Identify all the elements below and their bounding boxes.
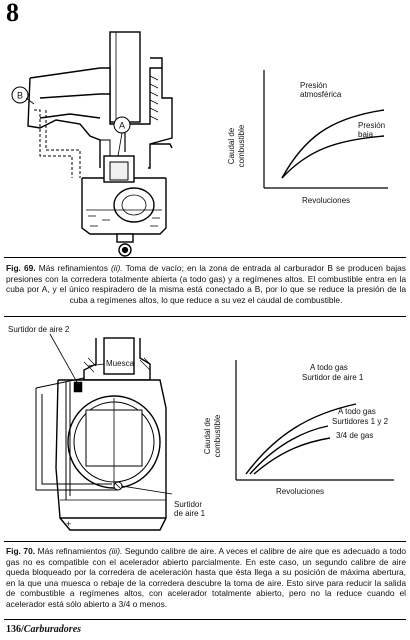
caption-rule-bottom-2 (4, 619, 406, 620)
fig70-lead: Más refinamientos (37, 546, 109, 556)
y-axis-label-line2: combustible (213, 414, 222, 457)
series-label-3-4-gas: 3/4 de gas (336, 431, 373, 440)
series-line-surtidores-1-2 (249, 425, 329, 475)
fig69-chart: Caudal de combustible Revoluciones Presi… (227, 70, 388, 205)
footer-page-number: 136/ (6, 624, 24, 635)
y-axis-label-line1: Caudal de (227, 127, 236, 164)
y-axis-label-line1: Caudal de (203, 417, 212, 454)
footer-title: Carburadores (23, 624, 82, 635)
fig70-number: Fig. 70. (6, 546, 36, 556)
fig69-ital: (ii). (111, 263, 123, 273)
fig69-body: Toma de vacío; en la zona de entrada al … (6, 263, 406, 305)
label-b: B (17, 91, 23, 101)
fig70-chart: Caudal de combustible Revoluciones A tod… (203, 360, 394, 496)
y-axis-label-line2: combustible (237, 124, 246, 167)
series-label-presion-atmosferica-2: atmosférica (300, 90, 342, 99)
label-muesca: Muesca (106, 359, 135, 368)
label-surtidor-aire-1-line1: Surtidor (174, 500, 202, 509)
fig70-ital: (iii). (108, 546, 123, 556)
fig69-lead: Más refinamientos (38, 263, 111, 273)
series-line-presion-baja (281, 135, 385, 179)
fig69-number: Fig. 69. (6, 263, 36, 273)
x-axis-label: Revoluciones (302, 196, 350, 205)
series-label-presion-baja-2: baja (358, 130, 374, 139)
label-surtidor-aire-2: Surtidor de aire 2 (8, 325, 70, 334)
fig70-caption: Fig. 70. Más refinamientos (iii). Segund… (6, 546, 406, 610)
series-label-presion-baja-1: Presión (358, 121, 385, 130)
series-label-surtidor-1-b: Surtidor de aire 1 (302, 373, 364, 382)
caption-rule-top (4, 257, 406, 258)
label-a: A (119, 121, 125, 131)
series-label-surtidores-1-2-b: Surtidores 1 y 2 (332, 417, 389, 426)
svg-text:+: + (66, 519, 71, 529)
series-line-presion-atmosferica (281, 109, 385, 179)
series-label-presion-atmosferica-1: Presión (300, 81, 327, 90)
fig69-carburetor-diagram: B A (11, 31, 173, 257)
series-label-surtidores-1-2-a: A todo gas (338, 407, 376, 416)
x-axis-label: Revoluciones (276, 487, 324, 496)
caption-rule-top-2 (4, 541, 406, 542)
series-line-3-4-gas (253, 437, 331, 475)
series-label-surtidor-1-a: A todo gas (310, 363, 348, 372)
fig70-carburetor-diagram: + Surtidor de aire 2 Muesca Surtidor de … (8, 325, 206, 531)
fig69-caption: Fig. 69. Más refinamientos (ii). Toma de… (6, 263, 406, 305)
caption-rule-bottom (4, 316, 406, 317)
label-surtidor-aire-1-line2: de aire 1 (174, 509, 206, 518)
page-footer: 136/Carburadores (6, 624, 81, 635)
fig70-body: Segundo calibre de aire. A veces el cali… (6, 546, 407, 609)
chapter-number: 8 (6, 0, 19, 27)
series-line-surtidor-1 (245, 403, 357, 475)
